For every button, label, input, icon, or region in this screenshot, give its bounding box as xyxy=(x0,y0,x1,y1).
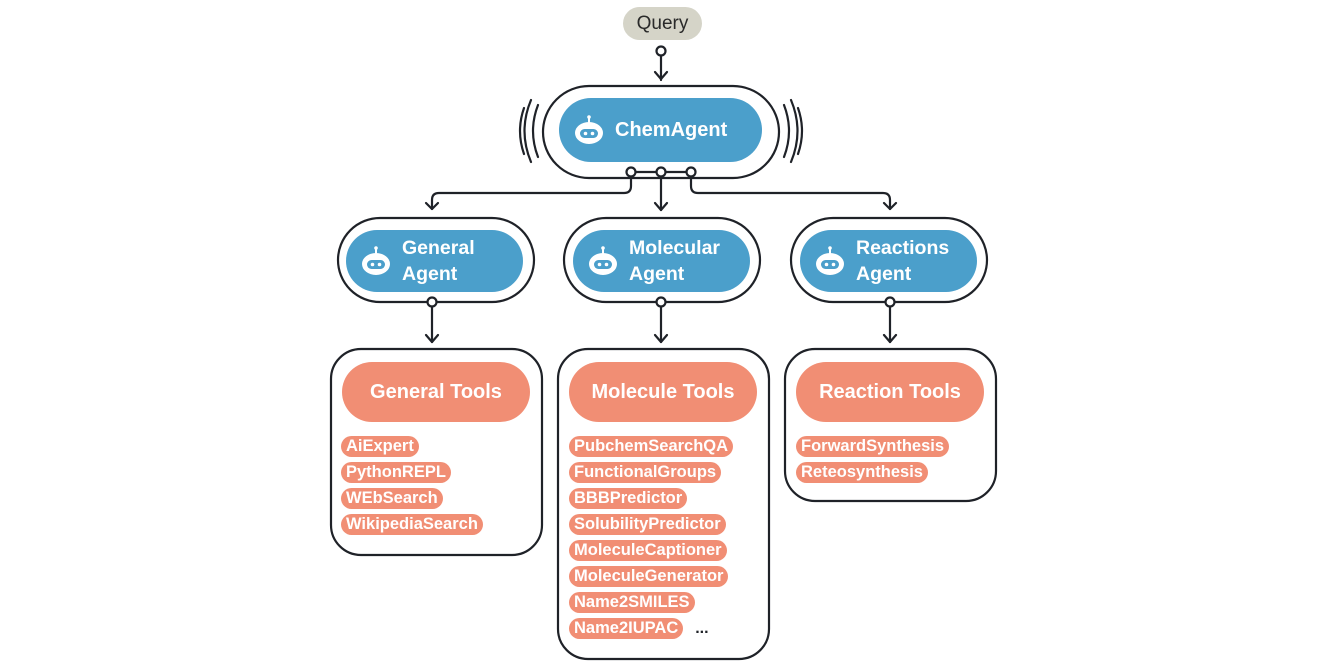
tool-chip: BBBPredictor xyxy=(569,488,688,509)
chemagent-branch-connectors xyxy=(424,166,898,212)
molecule-tools-title: Molecule Tools xyxy=(591,380,735,403)
molecular-agent-label-line1: Molecular xyxy=(629,237,721,259)
molecular-agent-label-line2: Agent xyxy=(629,263,685,285)
reactions-agent-connector xyxy=(882,296,898,344)
reactions-agent-node: Reactions Agent xyxy=(800,230,977,292)
general-agent-connector xyxy=(424,296,440,344)
molecular-agent-node: Molecular Agent xyxy=(573,230,750,292)
query-connector xyxy=(653,45,669,82)
query-label: Query xyxy=(636,12,689,34)
signal-waves-left xyxy=(518,98,540,164)
molecule-tools-list: PubchemSearchQA FunctionalGroups BBBPred… xyxy=(569,436,734,644)
general-tools-title: General Tools xyxy=(370,380,502,403)
general-agent-node: General Agent xyxy=(346,230,523,292)
tool-chip: WEbSearch xyxy=(341,488,443,509)
query-node: Query xyxy=(623,7,702,40)
molecular-agent-connector xyxy=(653,296,669,344)
chemagent-node: ChemAgent xyxy=(559,98,762,162)
tool-chip: PythonREPL xyxy=(341,462,451,483)
tool-chip: PubchemSearchQA xyxy=(569,436,734,457)
more-tools-ellipsis: ... xyxy=(695,620,709,637)
tool-chip: Name2IUPAC xyxy=(569,618,684,639)
tool-chip: MoleculeCaptioner xyxy=(569,540,727,561)
tool-chip: Name2SMILES xyxy=(569,592,695,613)
tool-chip: FunctionalGroups xyxy=(569,462,722,483)
reactions-agent-label-line1: Reactions xyxy=(856,237,950,259)
robot-icon xyxy=(816,246,844,275)
chemagent-label: ChemAgent xyxy=(615,119,728,141)
robot-icon xyxy=(589,246,617,275)
tool-chip: MoleculeGenerator xyxy=(569,566,729,587)
reaction-tools-list: ForwardSynthesis Reteosynthesis xyxy=(796,436,950,488)
reactions-agent-label: Reactions Agent xyxy=(856,235,949,287)
reactions-agent-label-line2: Agent xyxy=(856,263,912,285)
tool-chip: WikipediaSearch xyxy=(341,514,483,535)
robot-icon xyxy=(575,115,603,144)
tool-chip: Reteosynthesis xyxy=(796,462,928,483)
general-tools-header: General Tools xyxy=(342,362,530,422)
tool-chip: AiExpert xyxy=(341,436,419,457)
general-agent-label-line2: Agent xyxy=(402,263,458,285)
tool-chip: ForwardSynthesis xyxy=(796,436,950,457)
general-tools-list: AiExpert PythonREPL WEbSearch WikipediaS… xyxy=(341,436,483,540)
general-agent-label: General Agent xyxy=(402,235,475,287)
robot-icon xyxy=(362,246,390,275)
general-agent-label-line1: General xyxy=(402,237,475,259)
signal-waves-right xyxy=(782,98,804,164)
reaction-tools-header: Reaction Tools xyxy=(796,362,984,422)
reaction-tools-title: Reaction Tools xyxy=(819,380,961,403)
molecule-tools-header: Molecule Tools xyxy=(569,362,757,422)
tool-chip: SolubilityPredictor xyxy=(569,514,726,535)
molecular-agent-label: Molecular Agent xyxy=(629,235,720,287)
